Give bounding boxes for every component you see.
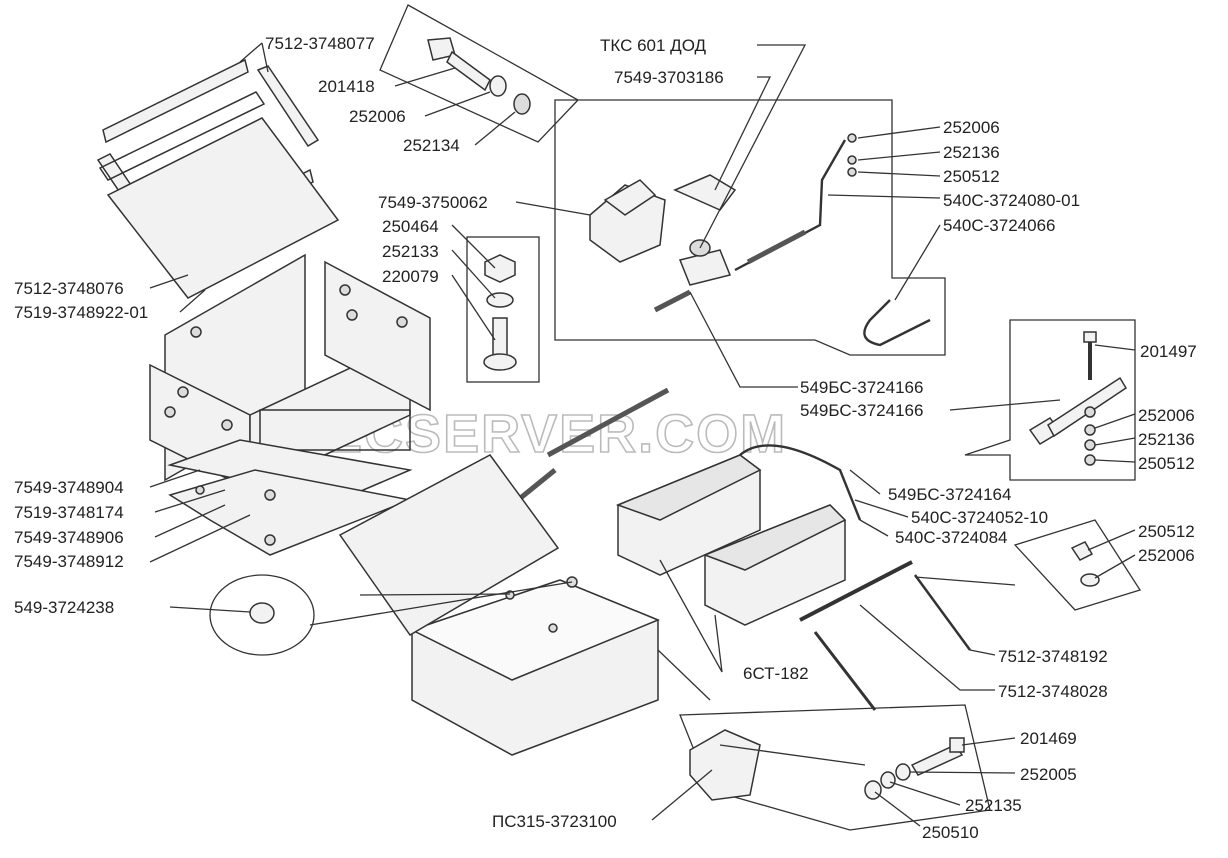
label-549bs-3724166-a: 549БС-3724166: [800, 378, 923, 397]
rod-7512-3748028: [799, 560, 913, 622]
label-7549-3748906: 7549-3748906: [14, 528, 124, 547]
terminal-panel: [964, 319, 1136, 481]
bolt-201418: [427, 37, 531, 115]
bushing-panel: [209, 574, 315, 656]
label-540c-3724084: 540С-3724084: [895, 528, 1007, 547]
switch-panel: [554, 99, 946, 356]
label-540c-3724080-01: 540С-3724080-01: [943, 191, 1080, 210]
label-252136-a: 252136: [943, 143, 1000, 162]
label-250464: 250464: [382, 217, 439, 236]
bracket-7549-3750062: [589, 174, 737, 263]
label-549bs-3724164: 549БС-3724164: [888, 485, 1011, 504]
rubber-mat: [106, 117, 340, 299]
cable-540c-3724080: [734, 139, 847, 272]
label-252135: 252135: [965, 796, 1022, 815]
label-252006-d: 252006: [1138, 546, 1195, 565]
label-252133: 252133: [382, 242, 439, 261]
part-labels: 7512-3748077 201418 252006 252134 ТКС 60…: [14, 34, 1197, 842]
battery-6ct-182-b: [702, 504, 847, 626]
label-7549-3703186: 7549-3703186: [614, 68, 724, 87]
terminal-201497: [1028, 331, 1128, 466]
label-250510: 250510: [922, 823, 979, 842]
label-252005: 252005: [1020, 765, 1077, 784]
label-7549-3748912: 7549-3748912: [14, 552, 124, 571]
mass-switch: [678, 239, 732, 286]
label-7512-3748028: 7512-3748028: [998, 682, 1108, 701]
label-250512-c: 250512: [1138, 522, 1195, 541]
label-7519-3748922-01: 7519-3748922-01: [14, 303, 148, 322]
label-201469: 201469: [1020, 729, 1077, 748]
mat-edge: [98, 91, 266, 181]
label-tks-601-dod: ТКС 601 ДОД: [600, 36, 707, 55]
label-252006-b: 252006: [943, 118, 1000, 137]
relay-pc315: [689, 729, 761, 801]
battery-6ct-182-a: [615, 454, 762, 576]
nut-washer-screw: [483, 254, 517, 371]
label-250512-a: 250512: [943, 167, 1000, 186]
label-252006-a: 252006: [349, 107, 406, 126]
terminal-bar-a: [546, 387, 670, 458]
label-252136-b: 252136: [1138, 430, 1195, 449]
label-7549-3748904: 7549-3748904: [14, 478, 124, 497]
label-pc315-3723100: ПС315-3723100: [492, 812, 617, 831]
label-252134: 252134: [403, 136, 460, 155]
label-201497: 201497: [1140, 342, 1197, 361]
leader-lines: [149, 42, 1136, 827]
label-252006-c: 252006: [1138, 406, 1195, 425]
label-201418: 201418: [318, 77, 375, 96]
nut-panel: [466, 236, 540, 383]
nut-panel-right: [1013, 519, 1142, 611]
label-7512-3748077: 7512-3748077: [265, 34, 375, 53]
battery-box: [338, 454, 660, 756]
label-220079: 220079: [382, 267, 439, 286]
label-549-3724238: 549-3724238: [14, 598, 114, 617]
label-540c-3724066: 540С-3724066: [943, 216, 1055, 235]
label-549bs-3724166-b: 549БС-3724166: [800, 401, 923, 420]
bolt-panel: [379, 4, 580, 143]
rod-7512-3748192: [913, 574, 972, 651]
label-6ct-182: 6СТ-182: [743, 664, 809, 683]
label-7512-3748192: 7512-3748192: [998, 647, 1108, 666]
label-7549-3750062: 7549-3750062: [378, 193, 488, 212]
base-plate-lower: [168, 469, 413, 556]
label-250512-b: 250512: [1138, 454, 1195, 473]
label-7519-3748174: 7519-3748174: [14, 503, 124, 522]
label-7512-3748076: 7512-3748076: [14, 279, 124, 298]
battery-cable: [739, 444, 862, 521]
label-540c-3724052-10: 540С-3724052-10: [911, 508, 1048, 527]
